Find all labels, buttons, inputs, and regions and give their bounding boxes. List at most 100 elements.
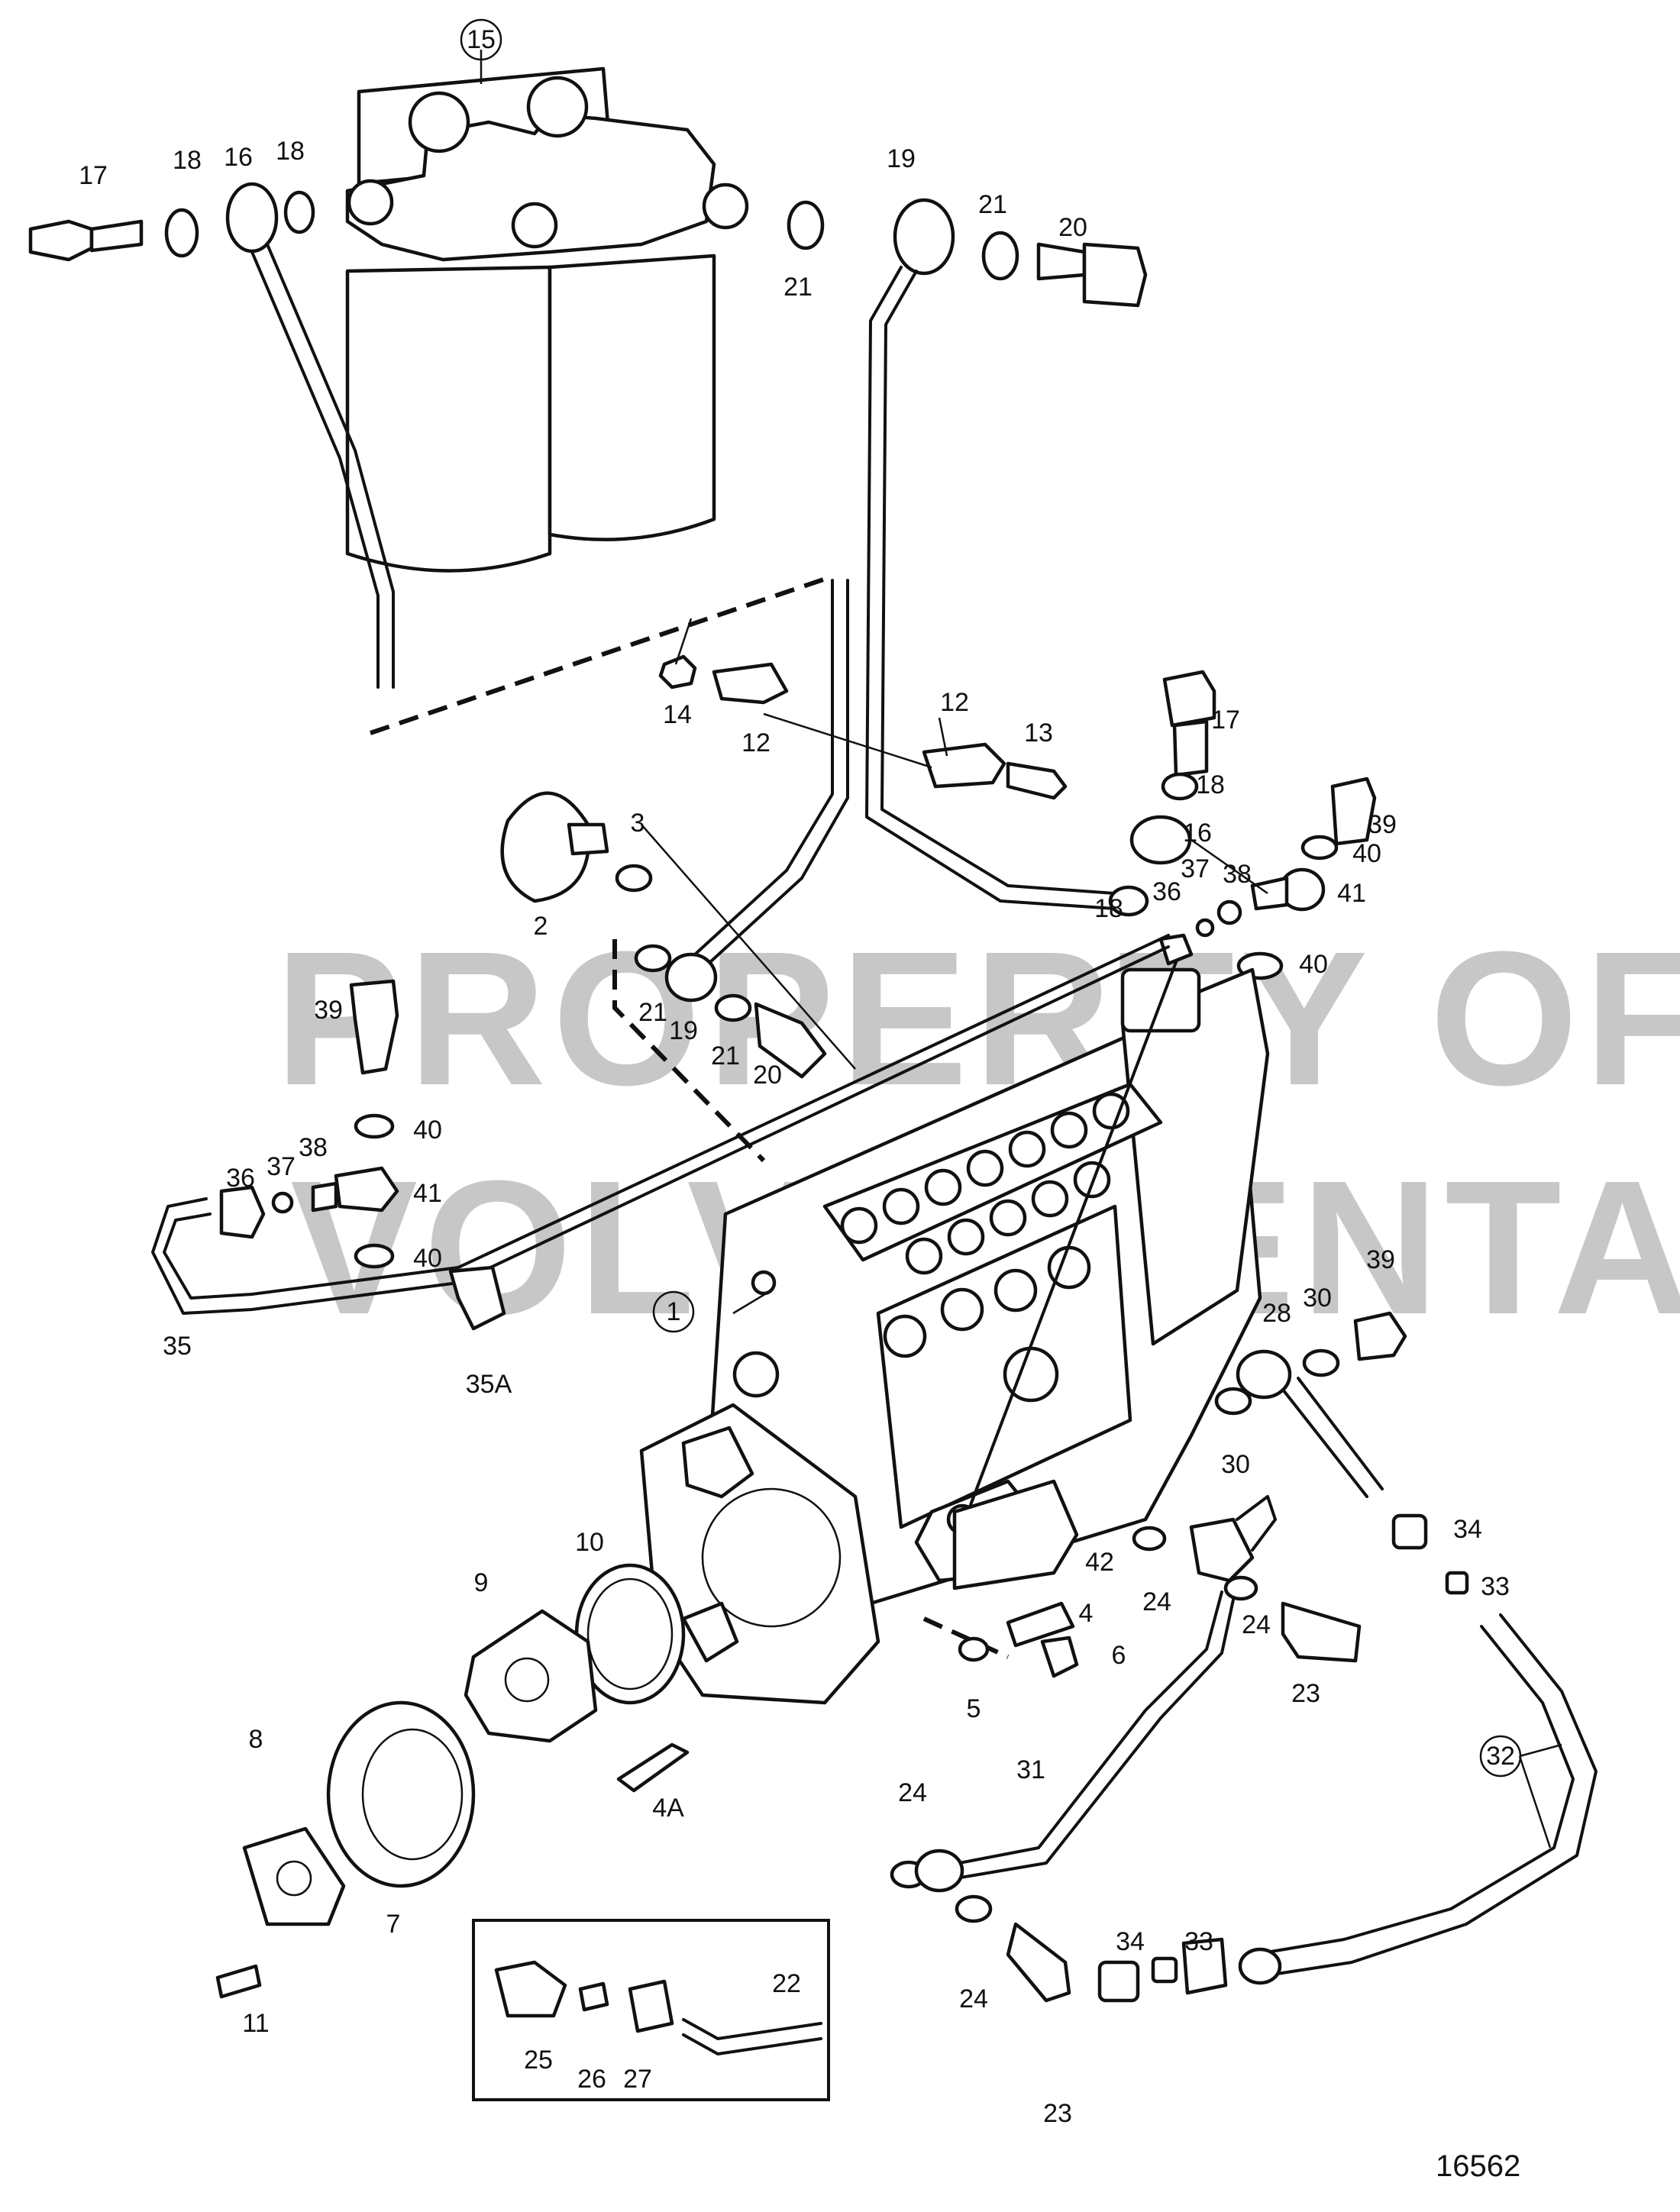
label-36: 36 xyxy=(1152,877,1181,906)
label-28: 28 xyxy=(1262,1299,1291,1328)
label-41: 41 xyxy=(413,1179,442,1208)
label-9: 9 xyxy=(474,1568,489,1597)
label-15: 15 xyxy=(467,25,496,54)
left-overflow-valve xyxy=(219,979,399,1269)
figure-number: 16562 xyxy=(1436,2149,1520,2183)
label-5: 5 xyxy=(967,1694,981,1723)
label-36: 36 xyxy=(226,1164,255,1193)
clamp-parts xyxy=(658,654,1068,800)
label-30: 30 xyxy=(1303,1284,1332,1313)
label-10: 10 xyxy=(575,1528,604,1557)
label-6: 6 xyxy=(1112,1641,1126,1670)
label-38: 38 xyxy=(1223,860,1252,889)
label-12: 12 xyxy=(940,688,969,717)
right-banjo-fitting-16 xyxy=(1108,670,1216,917)
label-24: 24 xyxy=(959,1984,988,2013)
label-1: 1 xyxy=(667,1297,681,1326)
label-24: 24 xyxy=(898,1778,927,1807)
fuel-pipe-31 xyxy=(890,1590,1235,2003)
label-33: 33 xyxy=(1184,1927,1213,1956)
fitting-42 xyxy=(952,1479,1079,1590)
label-23: 23 xyxy=(1291,1679,1320,1708)
fuel-filter-assembly xyxy=(345,66,749,573)
drive-gear-assembly xyxy=(215,1563,686,1999)
label-21: 21 xyxy=(711,1041,740,1070)
label-24: 24 xyxy=(1142,1587,1171,1616)
callout-circle-1 xyxy=(652,1290,695,1333)
label-17: 17 xyxy=(79,161,108,190)
label-17: 17 xyxy=(1211,706,1240,735)
label-21: 21 xyxy=(783,273,813,302)
fuel-hose-32 xyxy=(1097,1613,1598,2003)
label-32: 32 xyxy=(1486,1742,1515,1771)
watermark-line-1: PROPERTY OF xyxy=(275,912,1680,1125)
inset-box xyxy=(472,1919,830,2101)
top-left-banjo-fitting xyxy=(28,182,395,689)
dashed-connection-line xyxy=(370,574,833,735)
cover-plate-2 xyxy=(500,791,653,903)
label-31: 31 xyxy=(1016,1755,1045,1784)
label-16: 16 xyxy=(224,143,253,172)
callout-circle-15 xyxy=(460,18,502,61)
label-7: 7 xyxy=(386,1910,401,1939)
label-33: 33 xyxy=(1481,1572,1510,1601)
label-21: 21 xyxy=(638,998,667,1027)
label-4: 4 xyxy=(1079,1599,1094,1628)
label-18: 18 xyxy=(1094,894,1123,923)
label-39: 39 xyxy=(314,996,343,1025)
label-27: 27 xyxy=(623,2065,652,2094)
label-4A: 4A xyxy=(652,1794,684,1823)
left-banjo-fitting-19 xyxy=(612,939,827,1163)
fuel-pipe-19-b xyxy=(709,579,849,964)
label-39: 39 xyxy=(1368,810,1397,839)
fuel-pipe-19 xyxy=(693,579,834,956)
label-37: 37 xyxy=(267,1152,296,1181)
label-40: 40 xyxy=(1299,950,1328,979)
label-8: 8 xyxy=(249,1725,263,1754)
label-18: 18 xyxy=(276,137,305,166)
label-41: 41 xyxy=(1337,879,1366,908)
label-18: 18 xyxy=(1196,770,1225,799)
label-18: 18 xyxy=(173,146,202,175)
label-35: 35 xyxy=(163,1332,192,1361)
label-11: 11 xyxy=(242,2009,269,2038)
top-right-banjo-fitting xyxy=(787,198,1148,910)
label-20: 20 xyxy=(1058,213,1087,242)
label-40: 40 xyxy=(413,1244,442,1273)
label-20: 20 xyxy=(753,1061,782,1090)
label-26: 26 xyxy=(577,2065,606,2094)
leader-lines xyxy=(480,50,1562,1849)
bolt-washer-nut xyxy=(922,1601,1079,1678)
label-25: 25 xyxy=(524,2046,553,2075)
label-42: 42 xyxy=(1085,1548,1114,1577)
label-22: 22 xyxy=(772,1969,801,1998)
part-labels: 15 17 18 16 18 19 21 21 20 14 12 12 13 1… xyxy=(79,18,1522,2128)
label-38: 38 xyxy=(299,1133,328,1162)
label-21: 21 xyxy=(978,190,1007,219)
pump-drive-flange xyxy=(639,1403,880,1705)
stud-4A xyxy=(616,1742,690,1793)
label-2: 2 xyxy=(534,912,548,941)
label-3: 3 xyxy=(631,809,645,838)
label-19: 19 xyxy=(887,144,916,173)
label-37: 37 xyxy=(1181,854,1210,883)
label-40: 40 xyxy=(1352,839,1381,868)
label-39: 39 xyxy=(1366,1245,1395,1274)
return-pipe-35 xyxy=(151,934,1170,1331)
callout-circle-32 xyxy=(1479,1735,1522,1778)
right-overflow-valve xyxy=(1158,777,1377,980)
banjo-fitting-28 xyxy=(1214,1311,1469,1595)
label-14: 14 xyxy=(663,700,692,729)
label-24: 24 xyxy=(1242,1610,1271,1639)
label-35A: 35A xyxy=(466,1370,512,1399)
label-12: 12 xyxy=(741,728,771,757)
label-34: 34 xyxy=(1116,1927,1145,1956)
banjo-fitting-24-23 xyxy=(1132,1495,1362,1663)
label-16: 16 xyxy=(1183,819,1212,848)
label-34: 34 xyxy=(1453,1515,1482,1544)
label-13: 13 xyxy=(1024,718,1053,748)
label-23: 23 xyxy=(1043,2099,1072,2128)
label-19: 19 xyxy=(669,1016,698,1045)
label-30: 30 xyxy=(1221,1450,1250,1479)
